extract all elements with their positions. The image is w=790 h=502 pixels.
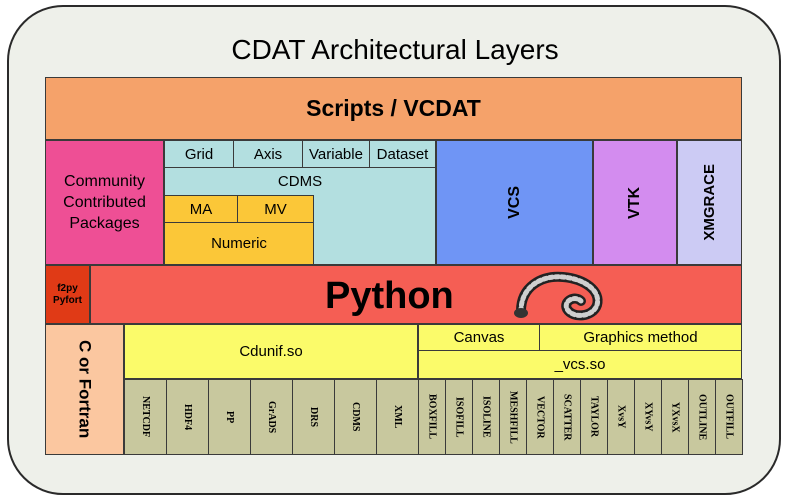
canvas-box: Canvas: [418, 324, 540, 351]
mv-box: MV: [237, 195, 314, 223]
grid-box: Grid: [164, 140, 234, 168]
cell-label: HDF4: [182, 403, 193, 431]
graphics-method-box: Graphics method: [539, 324, 742, 351]
cell-label: YXvsX: [669, 401, 681, 433]
cell-meshfill: MESHFILL: [499, 379, 527, 455]
cell-label: DRS: [308, 406, 319, 427]
xmgrace-box: XMGRACE: [677, 140, 742, 265]
cell-vector: VECTOR: [526, 379, 554, 455]
cell-taylor: TAYLOR: [580, 379, 608, 455]
cell-pp: PP: [208, 379, 251, 455]
vcs-label: VCS: [505, 186, 523, 219]
vcs-so-box: _vcs.so: [418, 350, 742, 379]
cell-isofill: ISOFILL: [445, 379, 473, 455]
cell-label: OUTFILL: [723, 394, 735, 440]
cell-drs: DRS: [292, 379, 335, 455]
cell-netcdf: NETCDF: [124, 379, 167, 455]
f2py-box: f2py Pyfort: [45, 265, 90, 324]
xmgrace-label: XMGRACE: [701, 164, 718, 241]
cell-label: VECTOR: [534, 395, 546, 439]
cell-outfill: OUTFILL: [715, 379, 743, 455]
cell-xyvsy: XYvsY: [634, 379, 662, 455]
python-snake-icon: [514, 271, 603, 321]
numeric-box: Numeric: [164, 222, 314, 265]
cdms-label: CDMS: [277, 173, 323, 190]
cell-label: BOXFILL: [426, 394, 438, 440]
cell-label: GrADS: [266, 400, 277, 434]
cell-label: TAYLOR: [588, 396, 600, 438]
cdunif-box: Cdunif.so: [124, 324, 418, 379]
variable-box: Variable: [302, 140, 370, 168]
vcs-box: VCS: [436, 140, 593, 265]
cell-outline: OUTLINE: [688, 379, 716, 455]
cell-cdms: CDMS: [334, 379, 377, 455]
cell-label: MESHFILL: [507, 390, 519, 444]
python-layer: Python: [90, 265, 742, 324]
cell-hdf4: HDF4: [166, 379, 209, 455]
cell-label: CDMS: [350, 402, 361, 432]
community-packages-box: Community Contributed Packages: [45, 140, 164, 265]
cell-label: OUTLINE: [696, 393, 708, 441]
cell-scatter: SCATTER: [553, 379, 581, 455]
f2py-label: f2py: [57, 282, 78, 294]
cell-label: SCATTER: [561, 393, 573, 441]
vtk-label: VTK: [626, 186, 643, 219]
diagram-title: CDAT Architectural Layers: [231, 34, 559, 65]
cell-label: XvsY: [615, 405, 627, 429]
python-label: Python: [325, 275, 454, 317]
c-or-fortran-label: C or Fortran: [75, 340, 95, 439]
vtk-box: VTK: [593, 140, 677, 265]
cell-xml: XML: [376, 379, 419, 455]
scripts-vcdat-layer: Scripts / VCDAT: [45, 77, 742, 140]
cell-label: XYvsY: [642, 402, 654, 432]
cell-label: NETCDF: [140, 396, 151, 438]
pyfort-label: Pyfort: [53, 294, 82, 306]
ma-box: MA: [164, 195, 238, 223]
cell-label: ISOLINE: [480, 396, 492, 438]
cell-xvsy: XvsY: [607, 379, 635, 455]
axis-box: Axis: [233, 140, 303, 168]
cell-isoline: ISOLINE: [472, 379, 500, 455]
cell-boxfill: BOXFILL: [418, 379, 446, 455]
cell-yxvsx: YXvsX: [661, 379, 689, 455]
dataset-box: Dataset: [369, 140, 436, 168]
cell-grads: GrADS: [250, 379, 293, 455]
c-or-fortran-box: C or Fortran: [45, 324, 124, 455]
cell-label: XML: [392, 405, 403, 429]
cell-label: ISOFILL: [453, 396, 465, 438]
cell-label: PP: [224, 410, 235, 424]
